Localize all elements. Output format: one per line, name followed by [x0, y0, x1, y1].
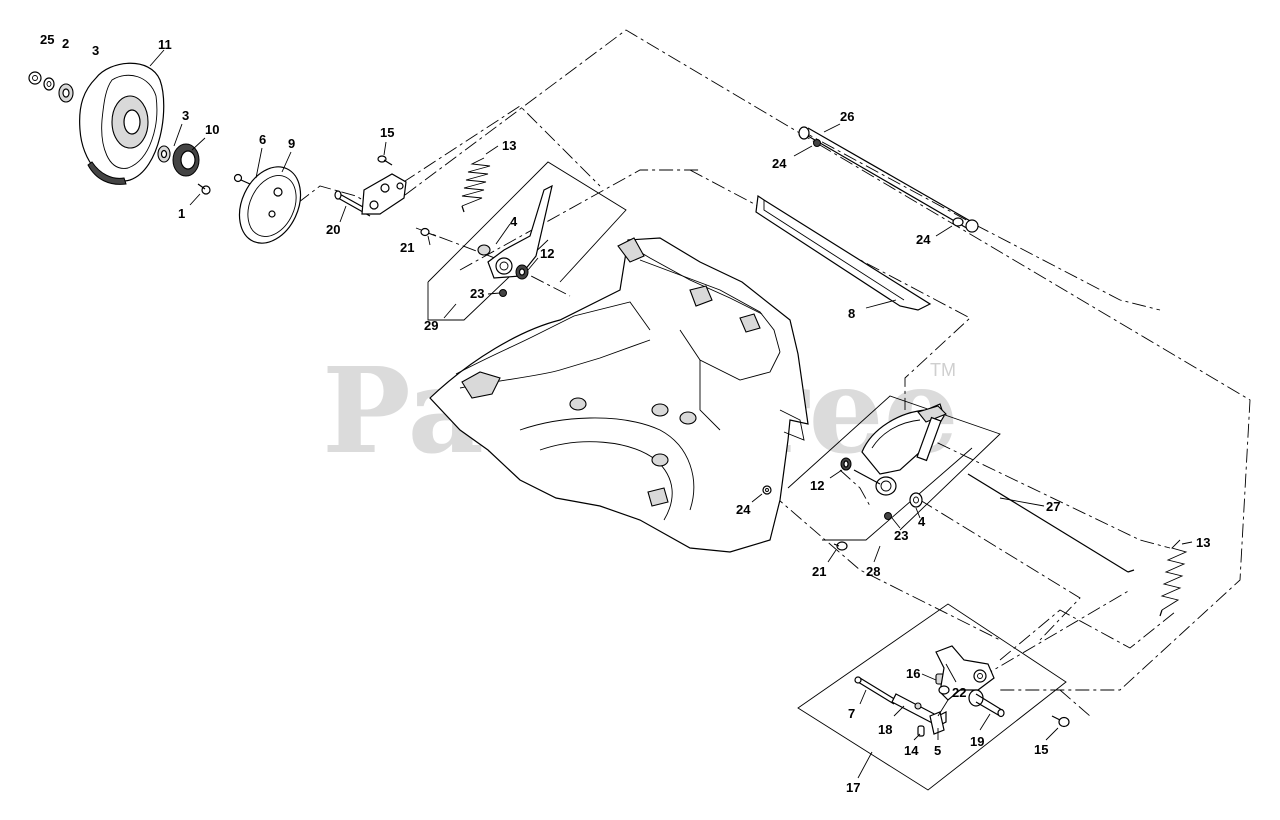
rear-axle-26	[798, 126, 979, 233]
callout-26: 26	[840, 109, 854, 124]
wheel-11	[79, 62, 165, 185]
callout-12: 12	[810, 478, 824, 493]
callout-24: 24	[736, 502, 751, 517]
callout-27: 27	[1046, 499, 1060, 514]
callout-28: 28	[866, 564, 880, 579]
callout-6: 6	[259, 132, 266, 147]
callout-23: 23	[894, 528, 908, 543]
nut-23a	[499, 289, 507, 297]
callout-18: 18	[878, 722, 892, 737]
assembly-box-29	[427, 161, 627, 321]
nut-24a	[813, 139, 821, 147]
callout-4: 4	[918, 514, 926, 529]
assembly-box-17	[797, 603, 1067, 791]
nut-23b	[884, 512, 892, 520]
pin-7	[854, 676, 897, 705]
callout-7: 7	[848, 706, 855, 721]
spring-13a	[461, 157, 491, 213]
callout-13: 13	[502, 138, 516, 153]
deck-housing	[429, 237, 809, 553]
callout-labels: 25 2 3 11 3 10 6 9 1 15 13 20 4 21 12 23…	[40, 32, 1210, 795]
watermark-trademark: TM	[930, 360, 956, 380]
screw-21a	[420, 227, 437, 237]
washer-2	[43, 77, 55, 91]
callout-21: 21	[400, 240, 414, 255]
callout-14: 14	[904, 743, 919, 758]
callout-9: 9	[288, 136, 295, 151]
assembly-box-28	[787, 395, 1001, 541]
callout-22: 22	[952, 685, 966, 700]
dashed-leaders	[277, 29, 1251, 717]
washer-4b	[909, 492, 923, 508]
bolt-15b	[1051, 715, 1070, 728]
bolt-15a	[377, 155, 393, 166]
nut-25	[28, 71, 42, 85]
bracket-22	[935, 645, 995, 717]
adjust-arm	[477, 184, 553, 279]
pivot-hub	[853, 469, 897, 496]
callout-23: 23	[470, 286, 484, 301]
callout-2: 2	[62, 36, 69, 51]
hubcap-9	[238, 166, 302, 244]
callout-17: 17	[846, 780, 860, 795]
gear-10	[172, 143, 200, 177]
callout-leaders	[149, 49, 1193, 779]
bushing-12a	[515, 264, 529, 280]
callout-19: 19	[970, 734, 984, 749]
screw-6	[233, 173, 251, 185]
callout-29: 29	[424, 318, 438, 333]
bearing-3b	[157, 145, 171, 163]
callout-1: 1	[178, 206, 185, 221]
callout-24: 24	[772, 156, 787, 171]
screw-21b	[833, 541, 848, 551]
callout-8: 8	[848, 306, 855, 321]
callout-15: 15	[380, 125, 394, 140]
callout-15: 15	[1034, 742, 1048, 757]
callout-3: 3	[182, 108, 189, 123]
bearing-3a	[58, 83, 74, 103]
callout-12: 12	[540, 246, 554, 261]
rear-flap-8	[755, 194, 932, 311]
callout-21: 21	[812, 564, 826, 579]
callout-20: 20	[326, 222, 340, 237]
height-sector-plate	[861, 403, 947, 475]
callout-5: 5	[934, 743, 941, 758]
clip-5	[929, 711, 945, 735]
link-rod-27	[967, 473, 1135, 573]
pin-14	[917, 725, 925, 737]
callout-3: 3	[92, 43, 99, 58]
spring-13b	[1159, 539, 1188, 617]
bracket-plate	[361, 173, 407, 215]
callout-16: 16	[906, 666, 920, 681]
callout-11: 11	[158, 37, 172, 52]
bolt-1	[197, 183, 211, 195]
callout-25: 25	[40, 32, 54, 47]
bushing-12b	[840, 457, 852, 471]
callout-4: 4	[510, 214, 518, 229]
shaft-19	[938, 685, 1005, 718]
callout-24: 24	[916, 232, 931, 247]
nut-24c	[762, 485, 772, 495]
callout-13: 13	[1196, 535, 1210, 550]
callout-10: 10	[205, 122, 219, 137]
